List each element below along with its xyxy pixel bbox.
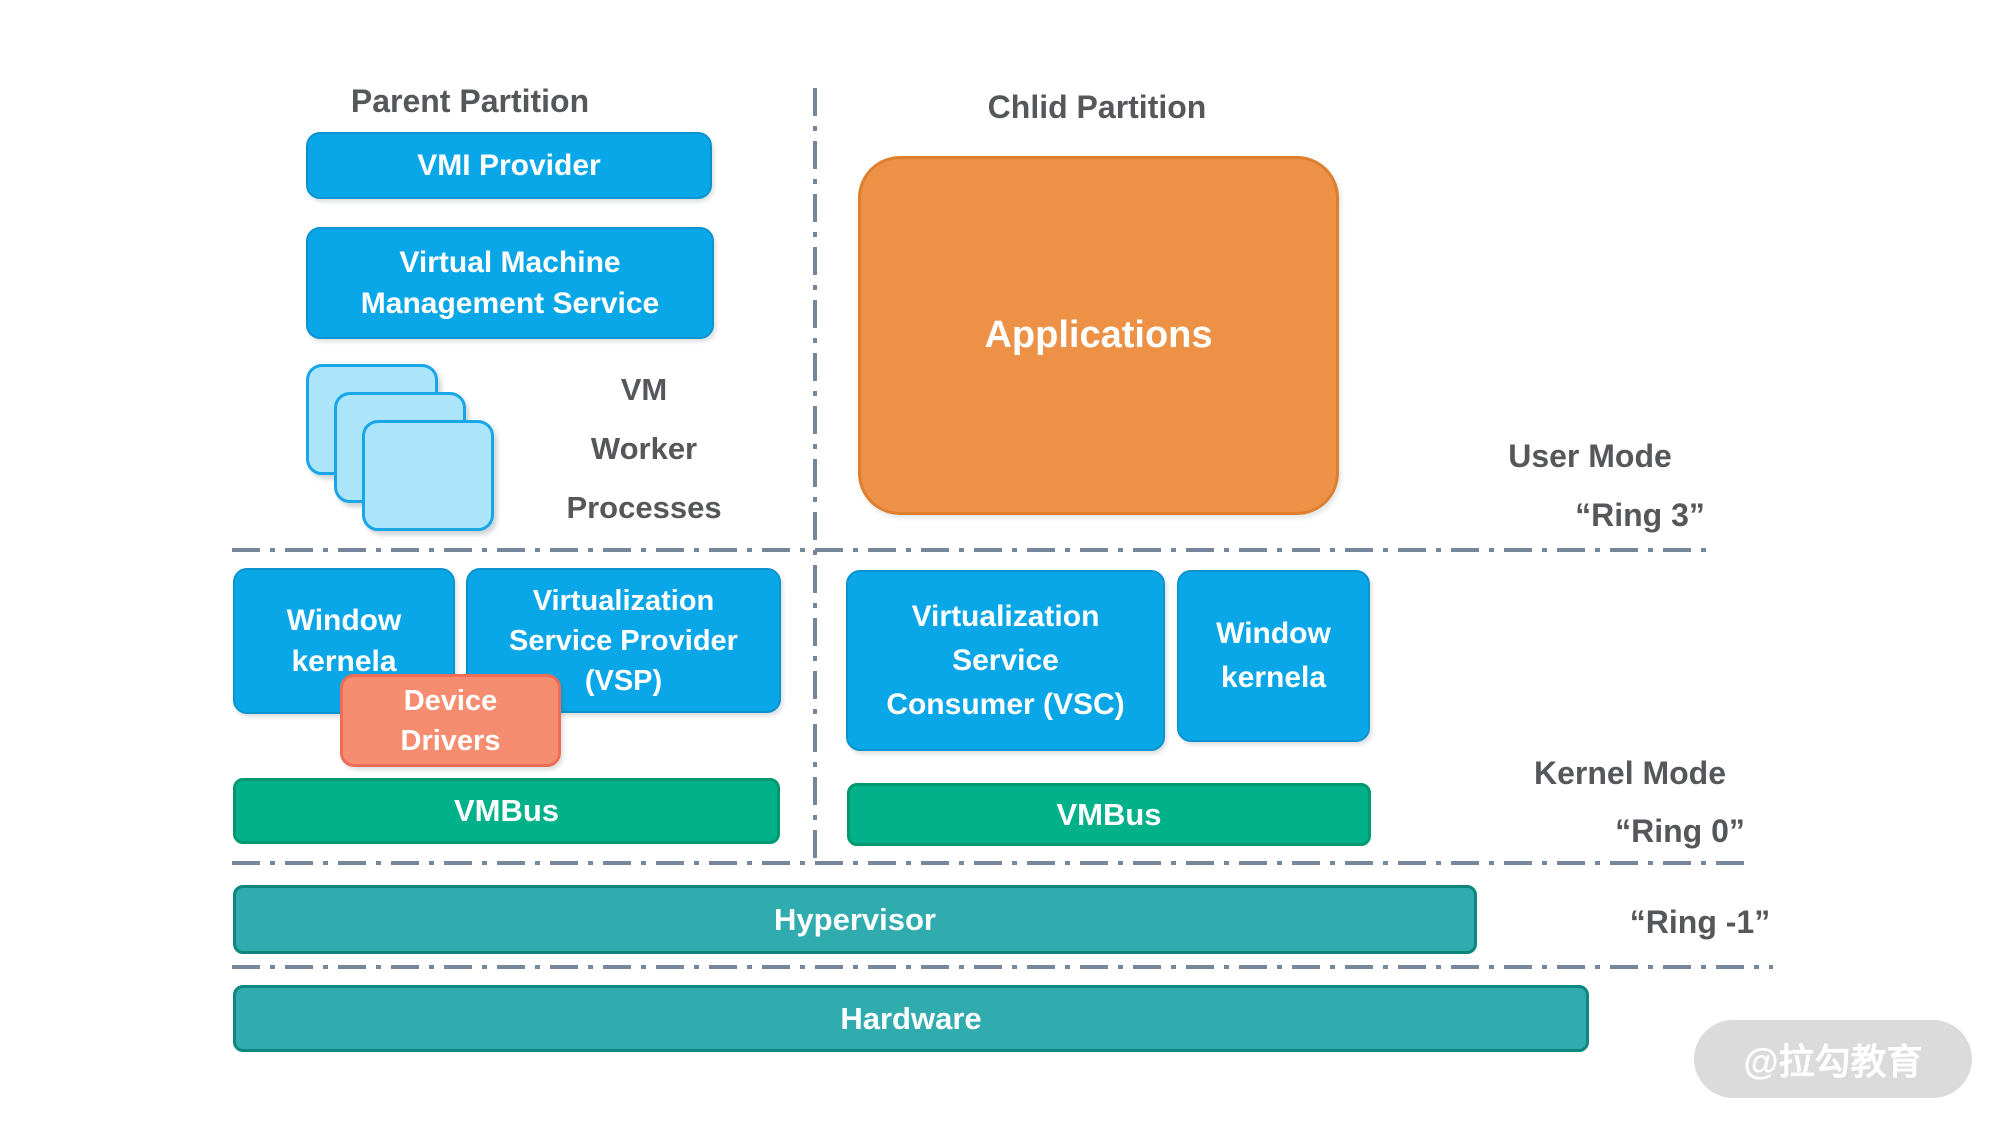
vmbus-right-box: VMBus: [847, 783, 1371, 846]
applications-label: Applications: [984, 314, 1213, 356]
device-drivers-line1: Device: [403, 684, 498, 717]
vmms-label-line2: Management Service: [360, 287, 660, 320]
kernel-mode-label: Kernel Mode: [1533, 755, 1727, 791]
vsc-label-line2: Service: [952, 643, 1059, 677]
vsc-label-line1: Virtualization: [911, 599, 1100, 633]
vm-worker-label-line1: VM: [620, 372, 668, 407]
ring-minus-1-label: “Ring -1”: [1629, 904, 1771, 940]
hypervisor-label: Hypervisor: [774, 901, 936, 937]
child-partition-title: Chlid Partition: [987, 89, 1207, 125]
vm-worker-processes-label: VM Worker Processes: [519, 360, 769, 537]
vsc-label-line3: Consumer (VSC): [886, 687, 1125, 721]
window-kernel-right-line1: Window: [1216, 617, 1331, 650]
parent-partition-title: Parent Partition: [350, 83, 590, 119]
hardware-box: Hardware: [233, 985, 1589, 1052]
kernel-hypervisor-divider-line: [232, 861, 1751, 865]
hypervisor-box: Hypervisor: [233, 885, 1477, 954]
vmbus-left-label: VMBus: [453, 793, 560, 828]
vsp-label-line2: Service Provider: [509, 624, 738, 657]
watermark-badge: @拉勾教育: [1694, 1020, 1972, 1098]
vmi-provider-box: VMI Provider: [306, 132, 712, 199]
hardware-label: Hardware: [840, 1000, 982, 1036]
watermark-text: @拉勾教育: [1743, 1041, 1923, 1082]
ring-0-label: “Ring 0”: [1615, 813, 1745, 849]
applications-box: Applications: [858, 156, 1339, 515]
vm-worker-label-line3: Processes: [566, 490, 722, 525]
hypervisor-hardware-divider-line: [232, 965, 1773, 969]
vsp-label-line3: (VSP): [584, 664, 663, 697]
window-kernel-left-line2: kernela: [291, 645, 397, 678]
vsp-label-line1: Virtualization: [532, 584, 715, 617]
vm-worker-square-front: [362, 420, 494, 531]
window-kernel-left-line1: Window: [286, 604, 402, 637]
vmbus-right-label: VMBus: [1056, 796, 1162, 832]
device-drivers-box: Device Drivers: [340, 674, 561, 767]
user-mode-label: User Mode: [1508, 438, 1672, 474]
vm-management-service-box: Virtual Machine Management Service: [306, 227, 714, 339]
vsc-box: Virtualization Service Consumer (VSC): [846, 570, 1165, 751]
vsp-box: Virtualization Service Provider (VSP): [466, 568, 781, 713]
vmms-label-line1: Virtual Machine: [399, 246, 621, 279]
device-drivers-line2: Drivers: [400, 724, 501, 757]
window-kernel-right-line2: kernela: [1220, 661, 1327, 694]
window-kernel-right-box: Window kernela: [1177, 570, 1370, 742]
partition-divider-line: [813, 88, 817, 862]
vmbus-left-box: VMBus: [233, 778, 780, 844]
vmi-provider-label: VMI Provider: [417, 149, 601, 182]
ring-3-label: “Ring 3”: [1575, 497, 1705, 533]
vm-worker-label-line2: Worker: [590, 431, 698, 466]
user-kernel-divider-line: [232, 548, 1716, 552]
